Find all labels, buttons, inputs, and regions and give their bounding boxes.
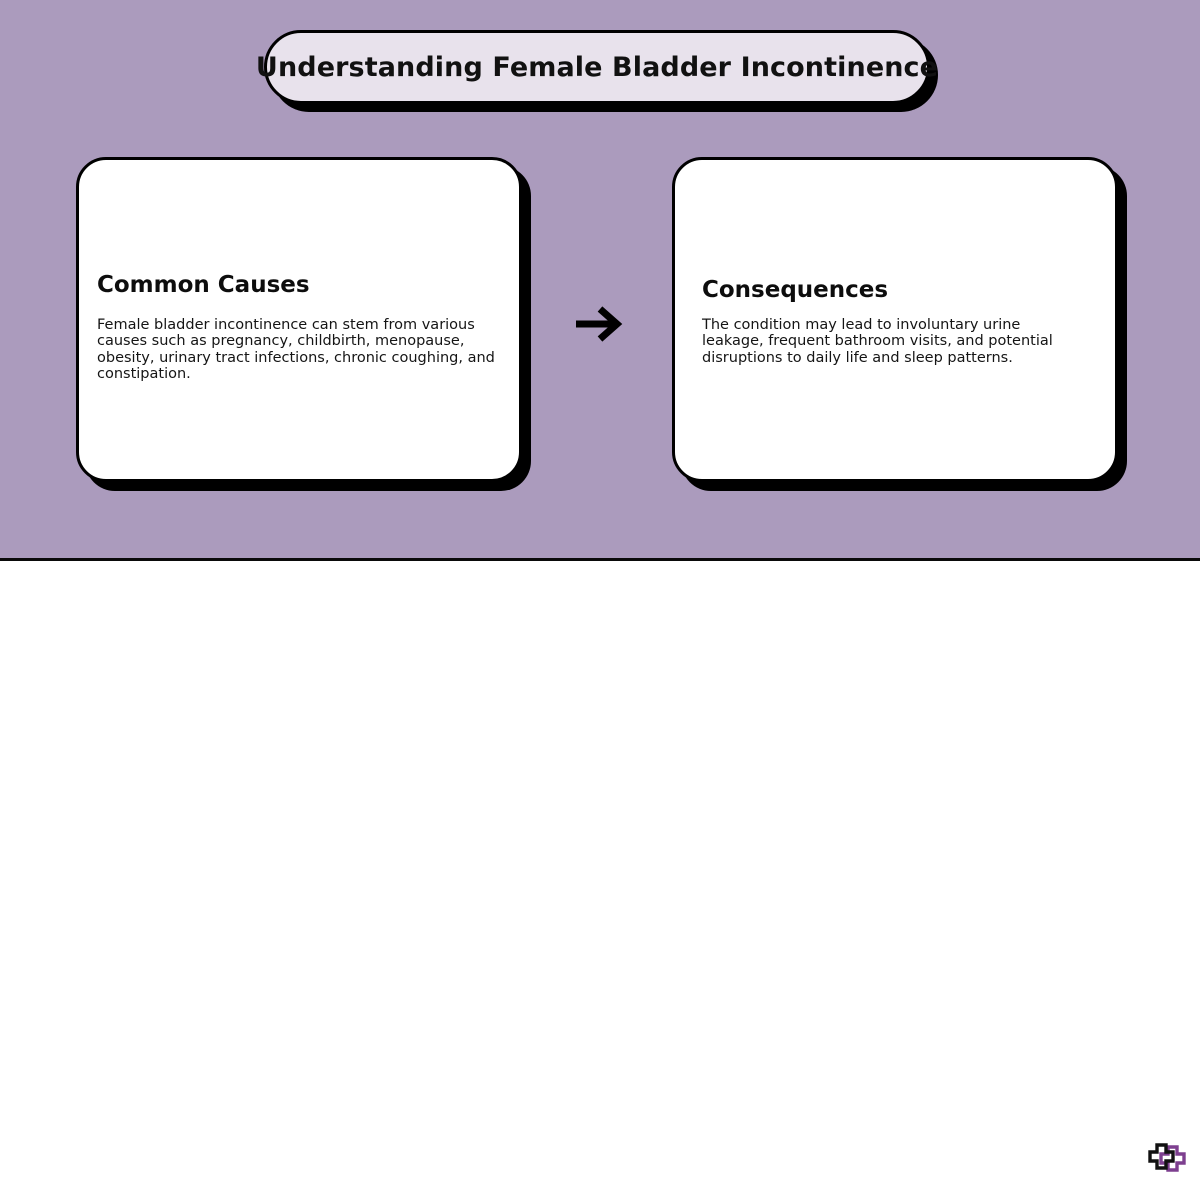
card-common-causes: Common Causes Female bladder incontinenc… [76,157,522,482]
footer-bar [0,561,1200,1172]
page-title: Understanding Female Bladder Incontinenc… [255,51,939,83]
double-cross-logo-icon [1148,1139,1186,1177]
card-heading: Common Causes [97,272,310,298]
card-content: Consequences The condition may lead to i… [675,160,1115,479]
arrow-right-icon [571,300,629,348]
card-content: Common Causes Female bladder incontinenc… [79,160,519,479]
card-body-text: The condition may lead to involuntary ur… [702,317,1053,366]
footer-divider [0,558,1200,561]
card-consequences: Consequences The condition may lead to i… [672,157,1118,482]
card-body-text: Female bladder incontinence can stem fro… [97,317,495,382]
card-heading: Consequences [702,277,889,303]
slide-canvas: Understanding Female Bladder Incontinenc… [0,0,1200,558]
title-banner: Understanding Female Bladder Incontinenc… [256,30,938,104]
